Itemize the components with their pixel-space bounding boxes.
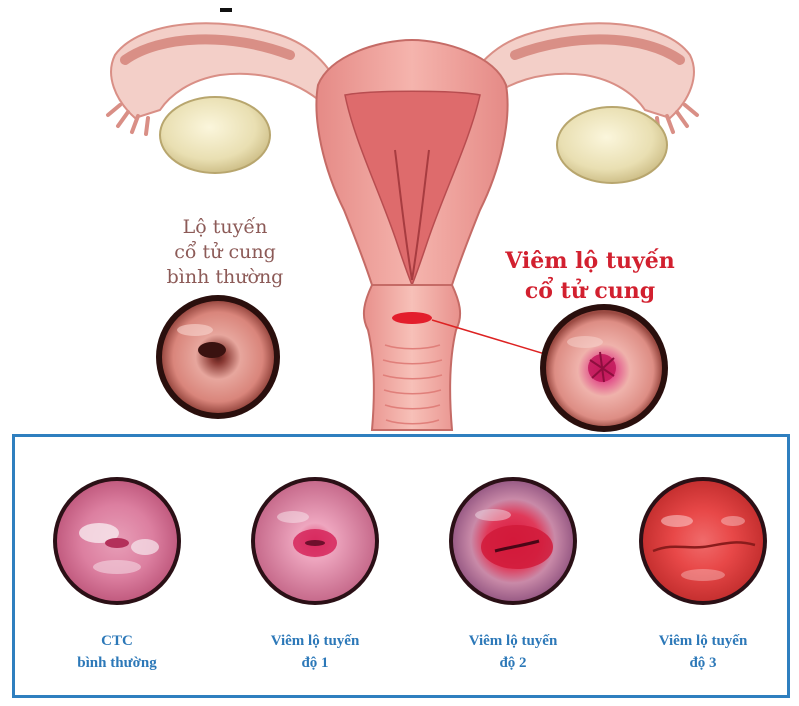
stage-degree-1-label: Viêm lộ tuyến độ 1 xyxy=(235,630,395,674)
stage-degree-3-label: Viêm lộ tuyến độ 3 xyxy=(623,630,783,674)
inflamed-cervix-label: Viêm lộ tuyến cổ tử cung xyxy=(470,246,710,306)
inflamed-cervix-image xyxy=(540,304,668,432)
stage-degree-1-image xyxy=(235,477,395,605)
stages-panel: CTC bình thường Viêm lộ tuyến độ 1 xyxy=(12,434,790,698)
left-ovary xyxy=(160,97,270,173)
right-ovary xyxy=(557,107,667,183)
stage-degree-2: Viêm lộ tuyến độ 2 xyxy=(433,477,593,674)
stage-degree-1: Viêm lộ tuyến độ 1 xyxy=(235,477,395,674)
uterus-illustration xyxy=(0,0,799,440)
stage-normal: CTC bình thường xyxy=(37,477,197,674)
normal-cervix-image xyxy=(156,295,280,419)
stage-degree-3: Viêm lộ tuyến độ 3 xyxy=(623,477,783,674)
stage-normal-image xyxy=(37,477,197,605)
stage-degree-2-image xyxy=(433,477,593,605)
vagina xyxy=(364,285,460,430)
stage-degree-2-label: Viêm lộ tuyến độ 2 xyxy=(433,630,593,674)
stage-normal-label: CTC bình thường xyxy=(37,630,197,674)
normal-cervix-label: Lộ tuyến cổ tử cung bình thường xyxy=(130,215,320,290)
stage-degree-3-image xyxy=(623,477,783,605)
